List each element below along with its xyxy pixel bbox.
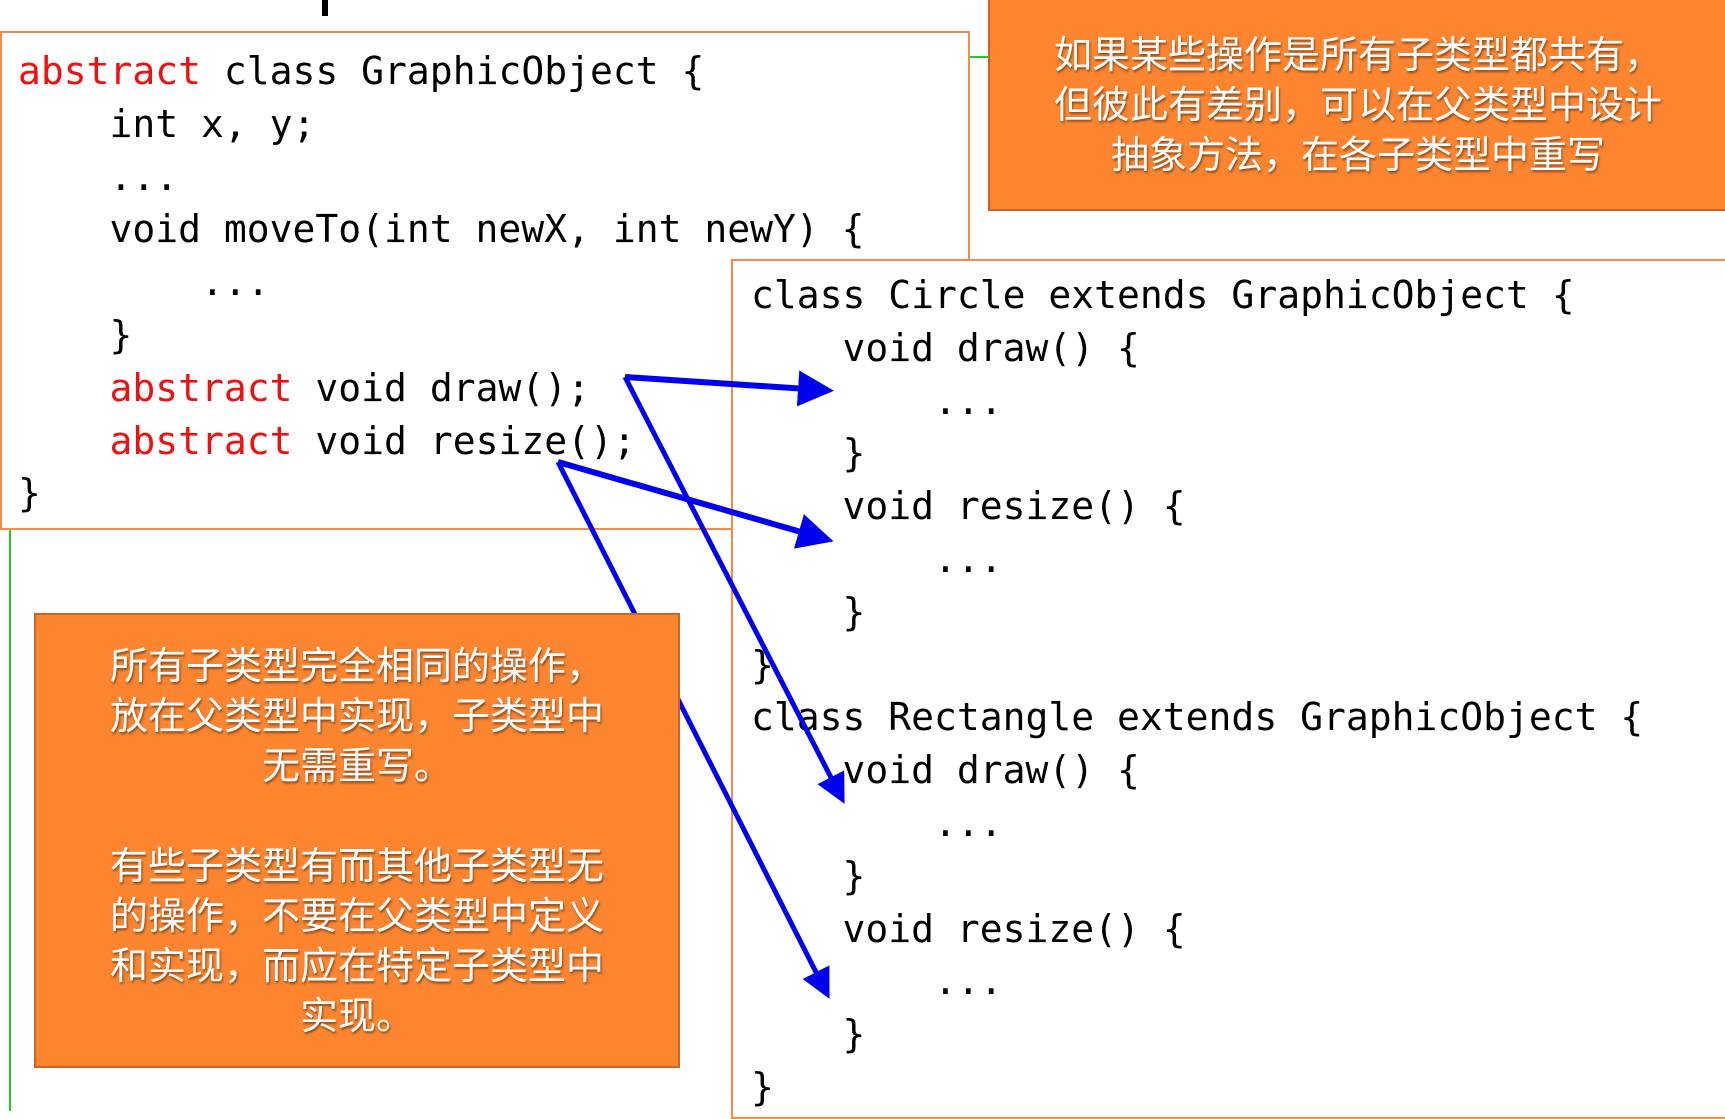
code-text: void draw() { — [751, 748, 1140, 793]
code-text: class GraphicObject { — [201, 49, 705, 93]
note-line: 如果某些操作是所有子类型都共有， — [1053, 32, 1662, 77]
keyword: abstract — [18, 49, 202, 93]
code-line: abstract void resize(); — [18, 415, 864, 468]
cut-off-title-glyph — [322, 0, 328, 16]
code-text: void moveTo(int newX, int newY) { — [18, 207, 865, 252]
keyword: abstract — [109, 418, 293, 463]
code-line: void resize() { — [751, 903, 1643, 956]
code-line: } — [751, 427, 1643, 480]
parent-class-code: abstract class GraphicObject { int x, y;… — [18, 45, 864, 520]
code-text: void resize() { — [751, 484, 1186, 529]
code-text: } — [18, 471, 41, 516]
code-line: } — [18, 309, 864, 362]
arrow-resize-to-rectangle — [555, 460, 830, 999]
note-line: 和实现，而应在特定子类型中 — [109, 943, 604, 988]
note-line: 无需重写。 — [261, 743, 452, 788]
code-line: void resize() { — [751, 480, 1643, 533]
code-text: ... — [18, 260, 270, 305]
note-line: 放在父类型中实现，子类型中 — [109, 693, 604, 738]
code-text: class Rectangle extends GraphicObject { — [751, 695, 1644, 740]
code-text: void draw(); — [292, 365, 590, 410]
code-line: } — [751, 1008, 1643, 1061]
connector-line-left — [9, 529, 11, 1111]
code-text: } — [751, 853, 866, 898]
code-line: class Rectangle extends GraphicObject { — [751, 691, 1643, 744]
code-text: void draw() { — [751, 325, 1140, 370]
code-line: ... — [751, 375, 1643, 428]
code-line: ... — [751, 797, 1643, 850]
code-text: } — [751, 589, 866, 634]
code-text: } — [751, 1064, 774, 1109]
code-line: } — [18, 467, 864, 520]
code-text: void resize() { — [751, 906, 1186, 951]
code-text: ... — [18, 154, 179, 199]
code-line: class Circle extends GraphicObject { — [751, 269, 1643, 322]
code-text: ... — [751, 800, 1003, 845]
note-line: 有些子类型有而其他子类型无 — [109, 843, 604, 888]
code-line: } — [751, 586, 1643, 639]
note-abstract-methods: 如果某些操作是所有子类型都共有， 但彼此有差别，可以在父类型中设计 抽象方法，在… — [988, 0, 1725, 211]
code-text: class Circle extends GraphicObject { — [751, 273, 1575, 317]
code-text: } — [18, 312, 133, 357]
subclasses-code: class Circle extends GraphicObject { voi… — [751, 269, 1643, 1114]
code-line: void draw() { — [751, 744, 1643, 797]
code-line: } — [751, 850, 1643, 903]
code-line: ... — [18, 151, 864, 204]
code-line: ... — [751, 955, 1643, 1008]
code-line: abstract class GraphicObject { — [18, 45, 864, 98]
code-line: int x, y; — [18, 98, 864, 151]
code-text: ... — [751, 378, 1003, 423]
code-line: abstract void draw(); — [18, 362, 864, 415]
keyword: abstract — [109, 365, 293, 410]
code-line: } — [751, 1061, 1643, 1114]
note-line: 所有子类型完全相同的操作， — [109, 643, 604, 688]
code-line: void draw() { — [751, 322, 1643, 375]
arrow-draw-to-circle — [624, 370, 834, 407]
note-line: 但彼此有差别，可以在父类型中设计 — [1053, 82, 1662, 127]
code-text: } — [751, 1012, 866, 1057]
connector-line-top — [969, 56, 989, 58]
note-common-operations: 所有子类型完全相同的操作， 放在父类型中实现，子类型中 无需重写。 有些子类型有… — [34, 613, 680, 1068]
code-text: } — [751, 431, 866, 476]
code-line: ... — [751, 533, 1643, 586]
note-line: 抽象方法，在各子类型中重写 — [1110, 132, 1605, 177]
note-line: 的操作，不要在父类型中定义 — [109, 893, 604, 938]
code-text: void resize(); — [292, 418, 636, 463]
code-text: ... — [751, 536, 1003, 581]
code-line: void moveTo(int newX, int newY) { — [18, 203, 865, 256]
code-text: ... — [751, 959, 1003, 1004]
arrow-draw-to-rectangle — [622, 375, 845, 804]
subclasses-box: class Circle extends GraphicObject { voi… — [731, 259, 1725, 1119]
code-line: ... — [18, 256, 864, 309]
code-text: int x, y; — [18, 101, 316, 146]
note-line: 实现。 — [299, 993, 414, 1038]
